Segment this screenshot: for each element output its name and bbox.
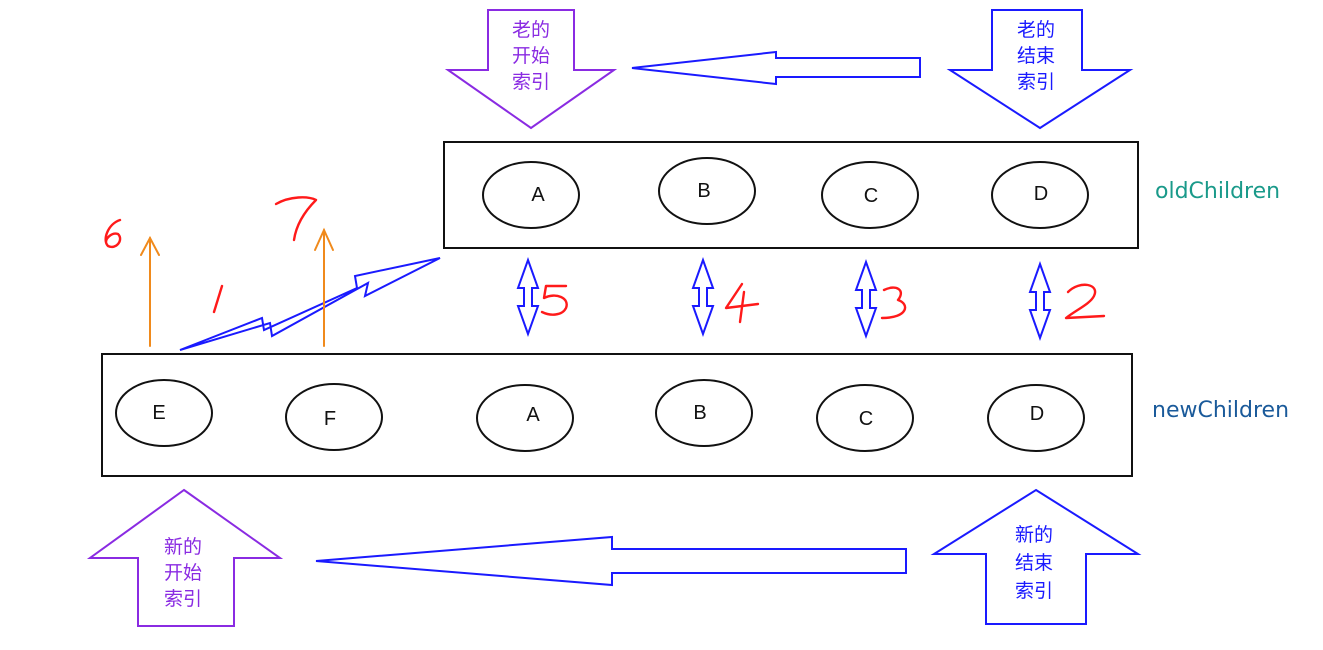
- new-end-index-line2: 结束: [1015, 552, 1053, 574]
- up-arrow-icon: [140, 235, 160, 347]
- compare-arrows: [516, 257, 1052, 341]
- step-number-3: 3: [880, 286, 907, 320]
- old-start-index-line1: 老的: [512, 19, 550, 41]
- new-node-e-label: E: [152, 402, 165, 424]
- double-arrow-icon: [1028, 261, 1052, 341]
- new-end-index-line1: 新的: [1015, 524, 1053, 546]
- old-start-index-line3: 索引: [512, 71, 550, 93]
- new-end-index-arrow: 新的 结束 索引: [930, 488, 1142, 625]
- old-node-c-label: C: [864, 185, 878, 207]
- new-children-box: E F A B C D: [101, 353, 1133, 477]
- new-node-f: F: [285, 383, 383, 451]
- step-number-5: 5: [540, 284, 568, 316]
- new-start-index-line2: 开始: [164, 562, 202, 584]
- old-node-c: C: [821, 161, 919, 229]
- up-arrow-icon: [930, 488, 1142, 625]
- left-arrow-icon: [631, 50, 921, 86]
- left-arrow-icon: [315, 535, 907, 587]
- new-node-c-label: C: [859, 408, 873, 430]
- diagonal-double-arrow-icon: [179, 257, 441, 351]
- new-node-a-label: A: [526, 404, 540, 426]
- old-children-label: oldChildren: [1155, 179, 1280, 204]
- new-node-d-label: D: [1030, 403, 1044, 425]
- down-arrow-icon: [946, 9, 1134, 130]
- new-start-index-line1: 新的: [164, 536, 202, 558]
- new-node-b-label: B: [693, 402, 706, 424]
- old-end-index-line1: 老的: [1017, 19, 1055, 41]
- step-number-1: 1: [212, 284, 224, 314]
- old-children-box: A B C D: [443, 141, 1139, 249]
- step-numbers: 1 2 3 4 5 6 7: [104, 196, 1106, 324]
- new-node-d: D: [987, 384, 1085, 452]
- step-number-3-text: 3: [894, 303, 895, 305]
- old-end-index-arrow: 老的 结束 索引: [946, 9, 1134, 130]
- new-node-b: B: [655, 379, 753, 447]
- step-number-4: 4: [724, 282, 760, 324]
- old-node-a-label: A: [531, 184, 545, 206]
- new-node-e: E: [115, 379, 213, 447]
- up-arrow-icon: [86, 488, 284, 627]
- step-number-6: 6: [104, 218, 122, 249]
- new-start-index-line3: 索引: [164, 588, 202, 610]
- new-children-label: newChildren: [1152, 398, 1289, 423]
- double-arrow-icon: [691, 257, 715, 337]
- orange-up-arrows: [140, 227, 334, 347]
- old-node-b: B: [658, 157, 756, 225]
- new-node-a: A: [476, 384, 574, 452]
- old-start-index-arrow: 老的 开始 索引: [444, 9, 618, 130]
- old-start-index-line2: 开始: [512, 45, 550, 67]
- new-start-index-arrow: 新的 开始 索引: [86, 488, 284, 627]
- new-node-f-label: F: [324, 408, 336, 430]
- old-node-b-label: B: [697, 180, 710, 202]
- down-arrow-icon: [444, 9, 618, 130]
- step-number-5-text: 5: [554, 299, 555, 301]
- old-node-a: A: [482, 161, 580, 229]
- new-children-frame: [101, 353, 1133, 477]
- old-end-index-line2: 结束: [1017, 45, 1055, 67]
- old-node-d: D: [991, 161, 1089, 229]
- step-number-7: 7: [274, 196, 318, 242]
- new-node-c: C: [816, 384, 914, 452]
- old-node-d-label: D: [1034, 183, 1048, 205]
- step-number-6-text: 6: [114, 235, 115, 237]
- new-end-index-line3: 索引: [1015, 580, 1053, 602]
- double-arrow-icon: [854, 259, 878, 339]
- step-number-2-text: 2: [1080, 299, 1081, 301]
- step-number-2: 2: [1064, 283, 1106, 320]
- up-arrow-icon: [314, 227, 334, 347]
- step-number-7-text: 7: [296, 219, 297, 221]
- step-number-4-text: 4: [740, 303, 741, 305]
- double-arrow-icon: [516, 257, 540, 337]
- old-end-index-line3: 索引: [1017, 71, 1055, 93]
